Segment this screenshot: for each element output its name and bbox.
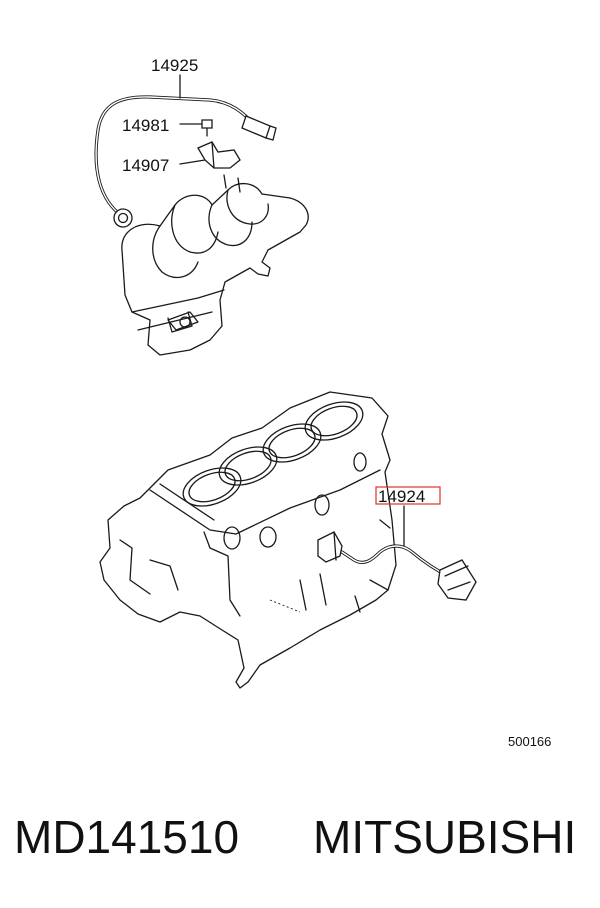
callout-label: 14981 — [122, 116, 169, 135]
callout-label: 14907 — [122, 156, 169, 175]
highlight-box — [375, 486, 441, 505]
engine-block-illustration — [99, 391, 477, 689]
callout-label: 14925 — [151, 56, 198, 75]
highlighted-callout-label: 14924 — [378, 487, 425, 506]
exhaust-manifold-illustration — [94, 74, 309, 356]
footer: MD141510 MITSUBISHI — [0, 800, 600, 880]
part-number: MD141510 — [14, 811, 240, 863]
brand-name: MITSUBISHI — [313, 811, 577, 863]
figure-code: 500166 — [508, 734, 551, 749]
